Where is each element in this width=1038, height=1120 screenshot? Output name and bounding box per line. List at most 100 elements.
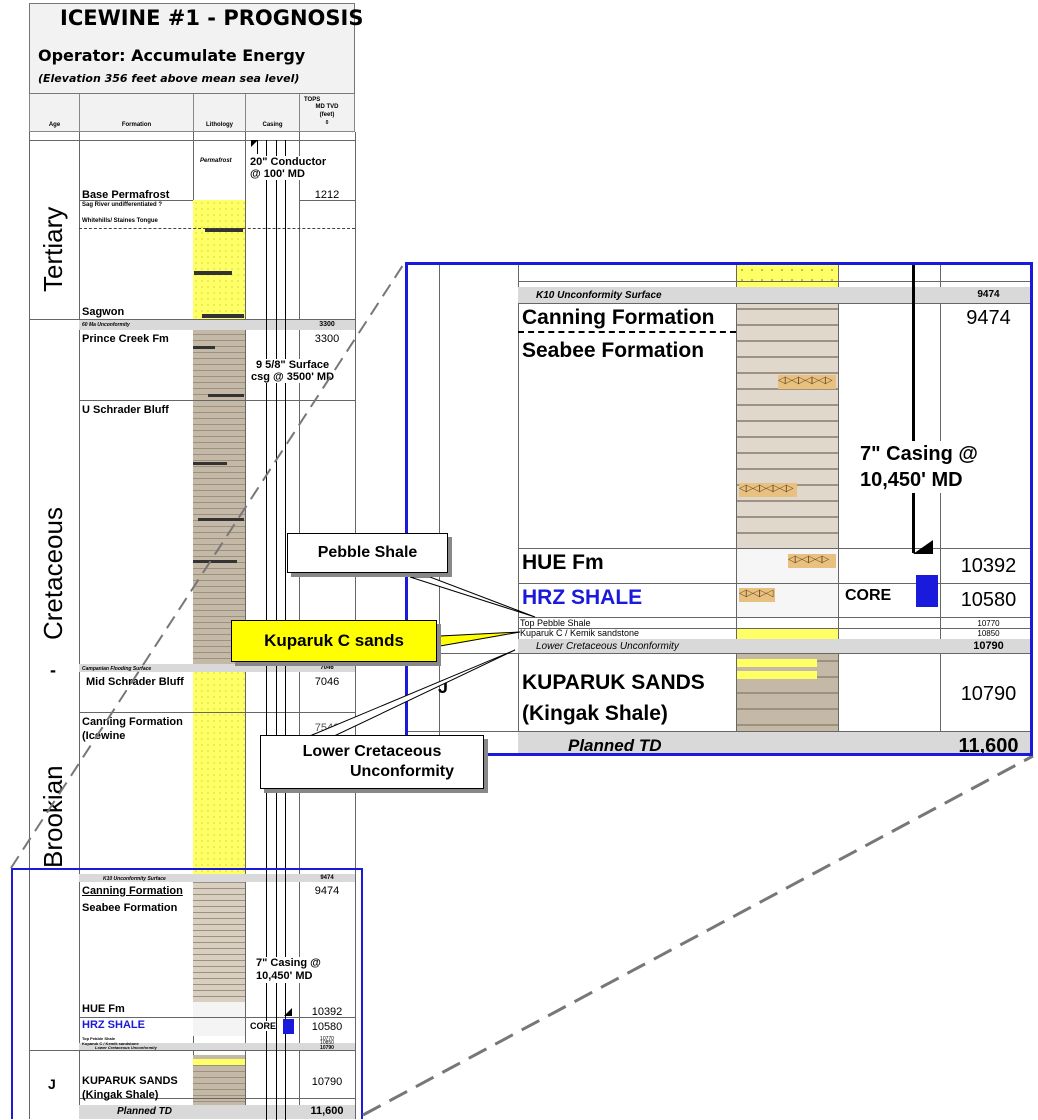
pebble-callout-pointer <box>409 576 536 618</box>
fm-lcu-small: Lower Cretaceous Unconformity <box>95 1045 157 1050</box>
fm-seabee-small: Seabee Formation <box>82 902 178 914</box>
zoom-age-j: J <box>438 677 449 697</box>
top-hrz-small: 10580 <box>311 1021 343 1033</box>
lith-sagwon-sand <box>193 200 245 320</box>
zoom-fm-hue: HUE Fm <box>522 551 604 574</box>
top-60ma: 3300 <box>319 321 335 328</box>
zoom-fm-kingak: (Kingak Shale) <box>522 702 668 725</box>
frame-left <box>29 132 30 1119</box>
zoom-fm-hrz: HRZ SHALE <box>522 586 643 609</box>
lith-lens <box>208 394 244 397</box>
lcu-callout-pointer <box>304 649 516 739</box>
fm-hrz-small: HRZ SHALE <box>82 1019 145 1031</box>
lith-lens <box>193 346 215 349</box>
band-lcu <box>79 1043 355 1051</box>
lith-hue-hrz <box>193 1002 245 1036</box>
kuparuk-callout-pointer <box>439 631 521 647</box>
lith-lens <box>198 518 244 521</box>
casing-conductor-line <box>257 140 258 154</box>
col-header-tops: TOPS MD TVD (feet) 0 <box>299 94 355 132</box>
zoom-pebble-pattern: ◁▷◁▷◁▷◁▷ <box>739 483 797 497</box>
zoom-col-line <box>838 265 839 753</box>
rule <box>79 1098 355 1099</box>
top-prince-creek: 3300 <box>314 333 340 345</box>
lith-permafrost-label: Permafrost <box>200 158 232 164</box>
fm-k10-small: K10 Unconformity Surface <box>103 876 166 882</box>
zoom-lith-kuparuk-c <box>737 628 838 640</box>
callout-pebble-shale: Pebble Shale <box>287 533 448 573</box>
lith-lens <box>202 314 244 318</box>
zoom-lith-stringer <box>737 671 817 679</box>
top-planned-td-small: 11,600 <box>310 1105 344 1117</box>
callout-kuparuk-c-sands: Kuparuk C sands <box>231 620 437 662</box>
zoom-pebble-pattern: ◁▷◁▷◁ <box>739 588 775 602</box>
zoom-rule <box>518 583 1030 584</box>
band-campanian <box>79 664 355 672</box>
zoom-top-canning: 9474 <box>966 307 1011 329</box>
zoom-casing-shoe <box>913 540 933 554</box>
zoom-fm-top-pebble: Top Pebble Shale <box>520 618 591 628</box>
fm-canning-small: Canning Formation <box>82 885 183 897</box>
zoom-rule <box>518 331 736 334</box>
zoom-rule <box>518 281 1030 282</box>
age-dash: - <box>50 660 56 680</box>
zoom-rule <box>408 731 1030 732</box>
zoom-band-td <box>518 731 1030 753</box>
top-k10-small: 9474 <box>320 875 334 881</box>
zoom-top-k10: 9474 <box>977 289 1000 300</box>
col-header-casing: Casing <box>245 94 299 132</box>
zoom-top-top-pebble: 10770 <box>977 619 1000 628</box>
top-lcu-small: 10790 <box>320 1045 334 1051</box>
rule <box>29 319 355 320</box>
zoom-top-planned-td: 11,600 <box>958 735 1019 756</box>
zoom-fm-seabee: Seabee Formation <box>522 339 705 362</box>
rule <box>29 1050 355 1051</box>
zoom-band-lcu <box>518 639 1030 653</box>
top-kuparuk-c-small: 10850 <box>320 1040 334 1046</box>
lith-canning-sand <box>193 670 245 880</box>
fm-sag-river: Sag River undifferentiated ? <box>82 202 163 208</box>
top-campanian: 7046 <box>320 665 334 671</box>
col-header-age: Age <box>29 94 79 132</box>
col-header-formation: Formation <box>79 94 193 132</box>
top-mid-schrader: 7046 <box>314 676 340 688</box>
callout-lower-cretaceous-unconformity: Lower Cretaceous Unconformity <box>260 735 484 789</box>
zoom-fm-canning: Canning Formation <box>522 306 715 329</box>
fm-mid-schrader: Mid Schrader Bluff <box>86 676 184 688</box>
col-header-lithology: Lithology <box>193 94 245 132</box>
zoom-core-label: CORE <box>845 587 892 604</box>
top-top-pebble-small: 10770 <box>320 1036 334 1042</box>
zoom-fm-kuparuk-sands: KUPARUK SANDS <box>522 671 705 694</box>
top-kuparuk-sands-small: 10790 <box>311 1076 343 1088</box>
band-k10 <box>79 874 355 882</box>
core-marker <box>283 1019 294 1034</box>
zoom-fm-kuparuk-c: Kuparuk C / Kemik sandstone <box>520 628 640 638</box>
fm-icewine: (Icewine <box>82 730 126 742</box>
casing-prod-label-small: 7" Casing @ 10,450' MD <box>256 957 321 983</box>
zoom-rule <box>518 548 1030 549</box>
top-base-permafrost: 1212 <box>314 189 340 201</box>
prognosis-header: ICEWINE #1 - PROGNOSIS Operator: Accumul… <box>29 3 363 94</box>
zoom-pebble-pattern: ◁▷◁▷◁▷◁▷ <box>778 375 836 389</box>
zoom-lith-seabee <box>737 303 838 548</box>
elevation-label: (Elevation 356 feet above mean sea level… <box>38 72 300 85</box>
zoom-casing-line <box>912 265 915 553</box>
lith-lens <box>193 462 227 465</box>
top-hue-small: 10392 <box>311 1006 343 1018</box>
fm-campanian: Campanian Flooding Surface <box>82 666 152 672</box>
casing-shoe <box>251 140 258 147</box>
zoom-col-line <box>940 265 941 753</box>
rule <box>79 712 355 713</box>
zoom-fm-k10: K10 Unconformity Surface <box>536 290 662 301</box>
casing-surface-label: 9 5/8" Surface csg @ 3500' MD <box>251 359 335 383</box>
fm-sagwon: Sagwon <box>82 306 125 318</box>
zoom-col-line <box>439 265 440 753</box>
zoom-rule <box>518 303 1030 304</box>
fm-hue-small: HUE Fm <box>82 1003 125 1015</box>
connector-line-bottom <box>362 754 1034 1117</box>
top-canning-small: 9474 <box>314 885 340 897</box>
lith-kuparuk-stringer <box>193 1059 245 1065</box>
fm-prince-creek: Prince Creek Fm <box>82 333 169 345</box>
casing-conductor-label: 20" Conductor @ 100' MD <box>250 156 327 180</box>
